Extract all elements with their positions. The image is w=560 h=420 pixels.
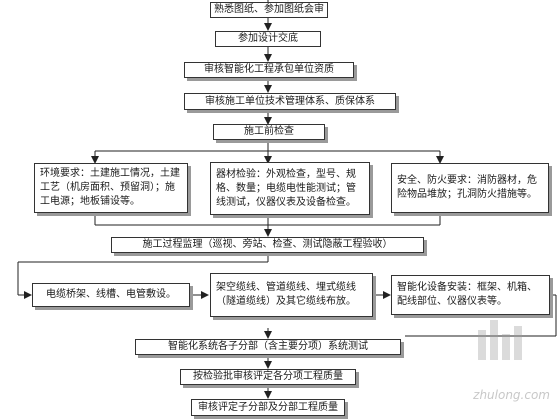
watermark-text: zhulong.com [473, 388, 550, 402]
box-equipment-inspection: 器材检验：外观检查，型号、规格、数量；电缆电性能测试；管线测试，仪器仪表及设备检… [210, 162, 370, 215]
box-cable-tray-laying: 电缆桥架、线槽、电管敷设。 [32, 283, 190, 307]
step-pre-construction-check: 施工前检查 [213, 124, 325, 140]
box-cable-routing: 架空缆线、管道缆线、埋式缆线（隧道缆线）及其它缆线布放。 [210, 273, 373, 317]
box-device-installation: 智能化设备安装：框架、机箱、配线部位、仪器仪表等。 [391, 275, 550, 315]
watermark-logo-icon [478, 320, 522, 360]
step-familiarize-drawings: 熟悉图纸、参加图纸会审 [210, 2, 328, 18]
step-review-management-system: 审核施工单位技术管理体系、质保体系 [184, 93, 396, 110]
step-subsystem-testing: 智能化系统各子分部（含主要分项）系统测试 [135, 339, 401, 355]
step-review-contractor-qualification: 审核智能化工程承包单位资质 [184, 62, 354, 78]
box-safety-fire-requirements: 安全、防火要求：消防器材，危险物品堆放；孔洞防火措施等。 [391, 163, 549, 213]
step-construction-supervision: 施工过程监理（巡视、旁站、检查、测试隐蔽工程验收） [111, 237, 424, 253]
step-design-briefing: 参加设计交底 [215, 31, 321, 47]
step-inspection-lot-review: 按检验批审核评定各分项工程质量 [180, 369, 356, 385]
box-environment-requirements: 环境要求：土建施工情况，土建工艺（机房面积、预留洞）；施工电源；地板铺设等。 [34, 163, 188, 213]
step-final-quality-review: 审核评定子分部及分部工程质量 [191, 399, 345, 416]
